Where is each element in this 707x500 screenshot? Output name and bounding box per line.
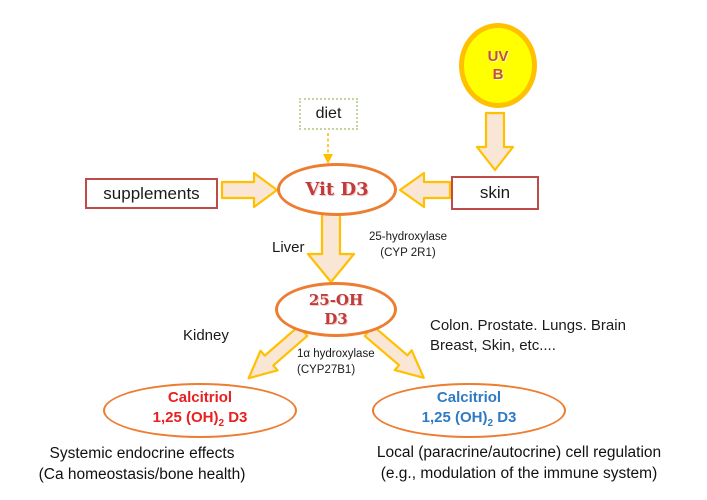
uvb-label-line1: UV: [487, 47, 509, 65]
25oh-label-line1: 25-OH: [308, 290, 364, 309]
enzyme-25-hydroxylase-line1: 25-hydroxylase: [369, 231, 447, 243]
diet-label: diet: [315, 105, 342, 122]
calcitriol-right-formula: 1,25 (OH)2 D3: [421, 408, 517, 429]
25oh-label-line2: D3: [324, 309, 348, 328]
arrow-uvb-to-skin-icon: [475, 111, 515, 172]
calcitriol-left-formula: 1,25 (OH)2 D3: [152, 408, 248, 429]
uvb-node: UV B: [459, 23, 537, 108]
calcitriol-left-title: Calcitriol: [167, 388, 233, 406]
local-regulation-line2: (e.g., modulation of the immune system): [380, 465, 658, 482]
arrow-supplements-to-vitd3-icon: [220, 171, 279, 209]
calcitriol-right-title: Calcitriol: [436, 388, 502, 406]
25oh-d3-ellipse: 25-OH D3: [275, 282, 397, 337]
calcitriol-local-ellipse: Calcitriol 1,25 (OH)2 D3: [372, 383, 566, 438]
enzyme-1a-hydroxylase-label: 1α hydroxylase (CYP27B1): [297, 346, 375, 378]
tissues-line2: Breast, Skin, etc....: [430, 337, 556, 354]
arrow-25oh-to-calcitriol-left-icon: [247, 324, 309, 380]
arrow-skin-to-vitd3-icon: [398, 171, 452, 209]
enzyme-1a-hydroxylase-line2: (CYP27B1): [297, 364, 356, 376]
calcitriol-endocrine-ellipse: Calcitriol 1,25 (OH)2 D3: [103, 383, 297, 438]
arrow-diet-to-vitd3-icon: [323, 133, 333, 164]
diet-box: diet: [299, 98, 358, 130]
enzyme-25-hydroxylase-label: 25-hydroxylase (CYP 2R1): [358, 229, 458, 261]
tissues-label: Colon. Prostate. Lungs. Brain Breast, Sk…: [430, 316, 680, 356]
systemic-effects-caption: Systemic endocrine effects (Ca homeostas…: [8, 443, 276, 485]
enzyme-25-hydroxylase-line2: (CYP 2R1): [380, 247, 436, 259]
skin-label: skin: [479, 183, 511, 202]
arrow-25oh-to-calcitriol-right-icon: [363, 324, 425, 379]
uvb-label-line2: B: [492, 65, 504, 83]
skin-box: skin: [451, 176, 539, 210]
local-regulation-caption: Local (paracrine/autocrine) cell regulat…: [333, 442, 705, 484]
supplements-label: supplements: [103, 183, 200, 203]
systemic-effects-line2: (Ca homeostasis/bone health): [38, 466, 246, 483]
enzyme-1a-hydroxylase-line1: 1α hydroxylase: [297, 348, 375, 360]
vitd3-ellipse: Vit D3: [277, 163, 397, 216]
liver-label: Liver: [272, 239, 305, 256]
kidney-label: Kidney: [183, 327, 229, 344]
systemic-effects-line1: Systemic endocrine effects: [49, 445, 235, 462]
local-regulation-line1: Local (paracrine/autocrine) cell regulat…: [376, 444, 662, 461]
tissues-line1: Colon. Prostate. Lungs. Brain: [430, 317, 626, 334]
vitd3-label: Vit D3: [305, 179, 369, 200]
supplements-box: supplements: [85, 178, 218, 209]
arrow-vitd3-to-25oh-icon: [306, 211, 356, 284]
